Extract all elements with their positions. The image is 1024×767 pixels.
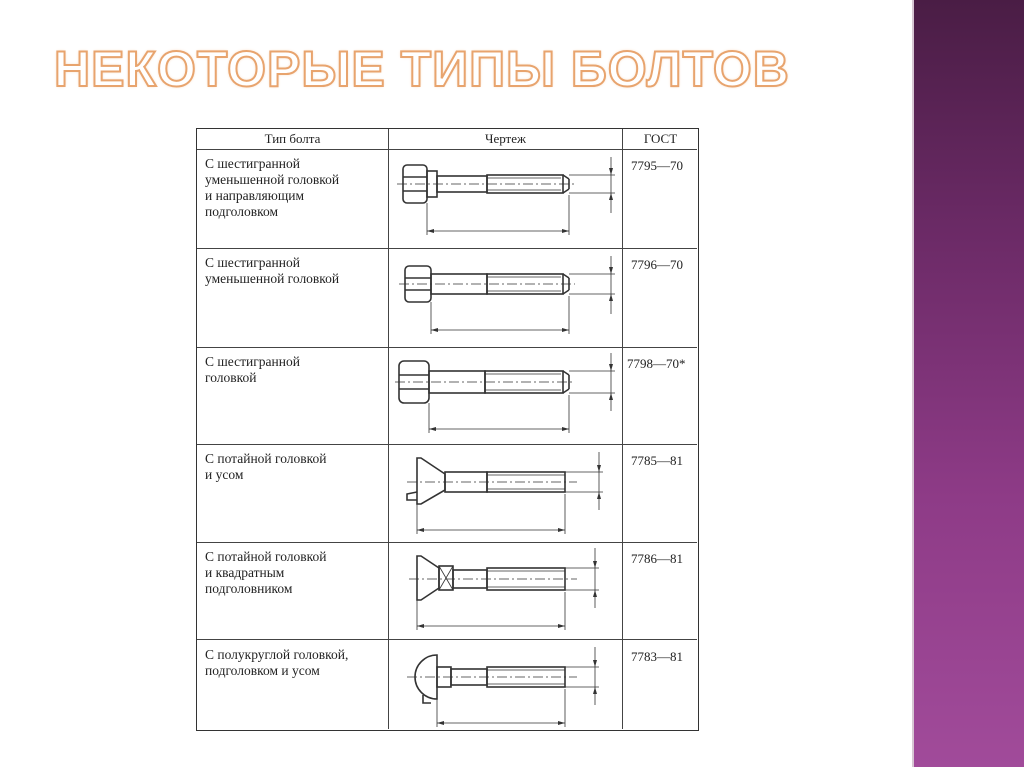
row-5-gost: 7786—81 bbox=[631, 551, 683, 566]
sidebar-edge bbox=[912, 0, 915, 767]
column-divider bbox=[622, 129, 624, 729]
row-3-gost: 7798—70* bbox=[627, 356, 686, 371]
header-type: Тип болта bbox=[264, 131, 321, 146]
row-1-gost: 7795—70 bbox=[631, 158, 683, 173]
row-divider bbox=[197, 248, 697, 250]
column-divider bbox=[388, 129, 390, 729]
row-1-type: С шестигранной уменьшенной головкой и на… bbox=[205, 156, 340, 219]
countersunk-bolt-square-neck-drawing bbox=[409, 548, 599, 630]
row-6-type: С полукруглой головкой, подголовком и ус… bbox=[205, 647, 349, 678]
round-head-bolt-neck-nib-drawing bbox=[407, 647, 599, 727]
header-divider bbox=[197, 149, 697, 151]
row-divider bbox=[197, 639, 697, 641]
row-divider bbox=[197, 542, 697, 544]
row-6-gost: 7783—81 bbox=[631, 649, 683, 664]
hex-bolt-reduced-drawing bbox=[399, 256, 615, 334]
row-divider bbox=[197, 347, 697, 349]
row-2-type: С шестигранной уменьшенной головкой bbox=[205, 255, 340, 286]
row-4-type: С потайной головкой и усом bbox=[205, 451, 327, 482]
slide-title: Некоторые типы болтов bbox=[53, 40, 790, 98]
row-4-gost: 7785—81 bbox=[631, 453, 683, 468]
hex-bolt-drawing bbox=[395, 353, 615, 433]
decorative-sidebar bbox=[914, 0, 1024, 767]
header-drawing: Чертеж bbox=[485, 131, 526, 146]
hex-bolt-reduced-guide-drawing bbox=[397, 157, 615, 235]
row-2-gost: 7796—70 bbox=[631, 257, 683, 272]
bolt-types-table: Тип болта Чертеж ГОСТ С шестигранной уме… bbox=[196, 128, 699, 731]
row-5-type: С потайной головкой и квадратным подголо… bbox=[205, 549, 327, 596]
header-gost: ГОСТ bbox=[643, 131, 678, 146]
countersunk-bolt-nib-drawing bbox=[406, 452, 603, 534]
row-divider bbox=[197, 444, 697, 446]
row-3-type: С шестигранной головкой bbox=[205, 354, 300, 385]
